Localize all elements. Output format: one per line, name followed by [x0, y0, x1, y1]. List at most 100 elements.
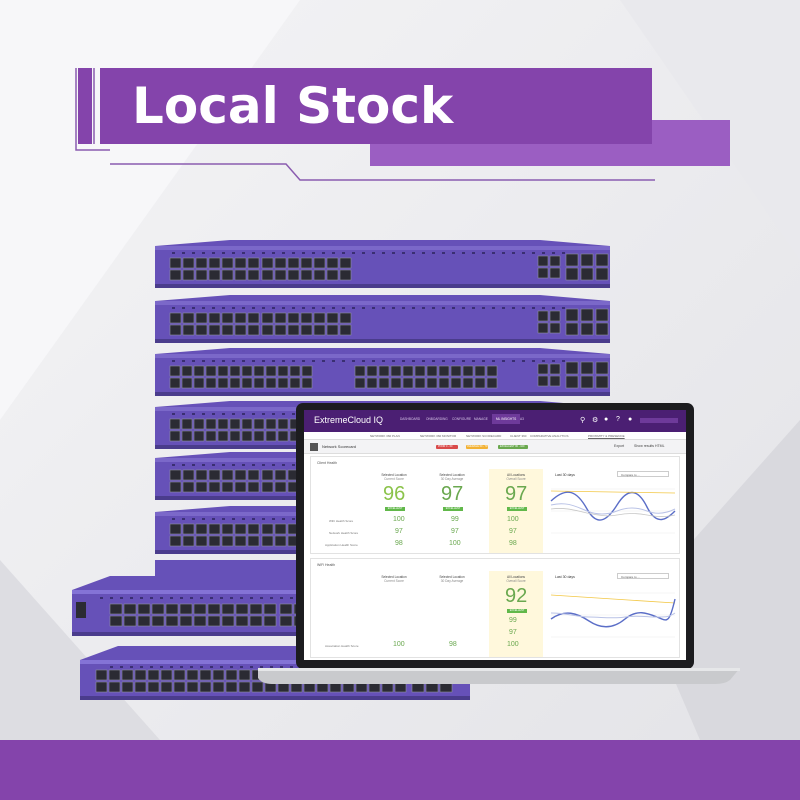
vent	[472, 252, 475, 254]
port	[195, 324, 208, 336]
nav-tab-configure[interactable]: CONFIGURE	[452, 417, 472, 421]
switch-unit-base	[155, 392, 610, 396]
port	[300, 257, 313, 269]
port	[263, 603, 277, 615]
nav-tab-manage[interactable]: MANAGE	[474, 417, 488, 421]
vent	[252, 518, 255, 520]
vent	[382, 307, 385, 309]
vent	[200, 597, 203, 599]
vent	[242, 413, 245, 415]
port	[207, 615, 221, 627]
wifi-col3-badge: EXCELLENT	[507, 609, 527, 613]
export-button[interactable]: Export	[614, 444, 625, 448]
port	[225, 681, 238, 693]
vent	[382, 360, 385, 362]
subnav-network-360-monitor[interactable]: NETWORK 360 MONITOR	[420, 434, 457, 438]
search-icon[interactable]: ⚲	[580, 417, 586, 424]
vent	[482, 360, 485, 362]
vent	[532, 252, 535, 254]
vent	[432, 307, 435, 309]
port	[390, 377, 402, 389]
wifi-compare-select[interactable]: Compare to ...	[617, 573, 669, 579]
vent	[172, 413, 175, 415]
nav-tab-ml-insights[interactable]: ML INSIGHTS	[492, 414, 521, 424]
vent	[352, 360, 355, 362]
vent	[272, 307, 275, 309]
port	[414, 365, 426, 377]
vent	[352, 307, 355, 309]
port	[247, 269, 260, 281]
port	[221, 523, 234, 535]
show-html-button[interactable]: Show results HTML	[634, 444, 665, 448]
port	[339, 312, 352, 324]
nav-tab-dashboard[interactable]: DASHBOARD	[400, 417, 421, 421]
port	[217, 365, 229, 377]
user-icon[interactable]: ●	[628, 416, 633, 423]
wifi-health-panel: WiFi Health Selected Location Current Sc…	[310, 558, 680, 658]
port	[580, 267, 594, 281]
client-row2-val1: 97	[395, 528, 403, 535]
subnav-network-scorecard[interactable]: NETWORK SCORECARD	[466, 434, 502, 438]
client-row1-val1: 100	[393, 516, 405, 523]
subnav-network-360-plan[interactable]: NETWORK 360 PLAN	[370, 434, 400, 438]
vent	[222, 360, 225, 362]
client-compare-select[interactable]: Compare to ...	[617, 471, 669, 477]
nav-tab-onboarding[interactable]: ONBOARDING	[426, 417, 448, 421]
port	[217, 377, 229, 389]
port	[339, 324, 352, 336]
port	[169, 523, 182, 535]
vent	[182, 518, 185, 520]
vent	[172, 360, 175, 362]
wifi-col1-sub: Current Score	[384, 579, 404, 583]
vent	[322, 360, 325, 362]
vent	[262, 464, 265, 466]
subnav-comparative-analytics[interactable]: COMPARATIVE ANALYTICS	[530, 434, 569, 438]
account-info[interactable]	[640, 418, 678, 423]
vent	[492, 307, 495, 309]
client-col3-badge: EXCELLENT	[507, 507, 527, 511]
vent	[542, 252, 545, 254]
port	[169, 481, 182, 493]
nav-tab-a3[interactable]: A3	[520, 417, 524, 421]
wifi-trend-chart	[550, 592, 676, 638]
port	[151, 615, 165, 627]
port	[234, 312, 247, 324]
laptop-screen: ExtremeCloud IQ DASHBOARD ONBOARDING CON…	[304, 410, 686, 660]
port	[212, 669, 225, 681]
vent	[312, 307, 315, 309]
port	[193, 615, 207, 627]
vent	[202, 252, 205, 254]
port	[95, 669, 108, 681]
filter-icon[interactable]	[310, 443, 318, 451]
subnav-proximity-presence[interactable]: PROXIMITY & PRESENCE	[588, 434, 625, 438]
vent	[242, 464, 245, 466]
port	[253, 365, 265, 377]
subnav-client-360[interactable]: CLIENT 360	[510, 434, 527, 438]
port	[121, 669, 134, 681]
vent	[502, 307, 505, 309]
vent	[190, 666, 193, 668]
vent	[140, 597, 143, 599]
help-icon[interactable]: ?	[616, 416, 620, 423]
vent	[502, 252, 505, 254]
port	[261, 257, 274, 269]
port	[234, 257, 247, 269]
port	[313, 269, 326, 281]
port	[354, 365, 366, 377]
port	[486, 377, 498, 389]
client-col2-badge: EXCELLENT	[443, 507, 463, 511]
port	[238, 681, 251, 693]
wifi-health-title: WiFi Health	[317, 563, 336, 567]
port	[279, 603, 293, 615]
port	[229, 365, 241, 377]
vent	[192, 464, 195, 466]
gear-icon[interactable]: ⚙	[592, 417, 599, 424]
port	[241, 377, 253, 389]
port	[274, 269, 287, 281]
bell-icon[interactable]: ●	[604, 416, 609, 423]
port	[402, 377, 414, 389]
vent	[212, 464, 215, 466]
vent	[512, 252, 515, 254]
vent	[542, 307, 545, 309]
port	[193, 377, 205, 389]
